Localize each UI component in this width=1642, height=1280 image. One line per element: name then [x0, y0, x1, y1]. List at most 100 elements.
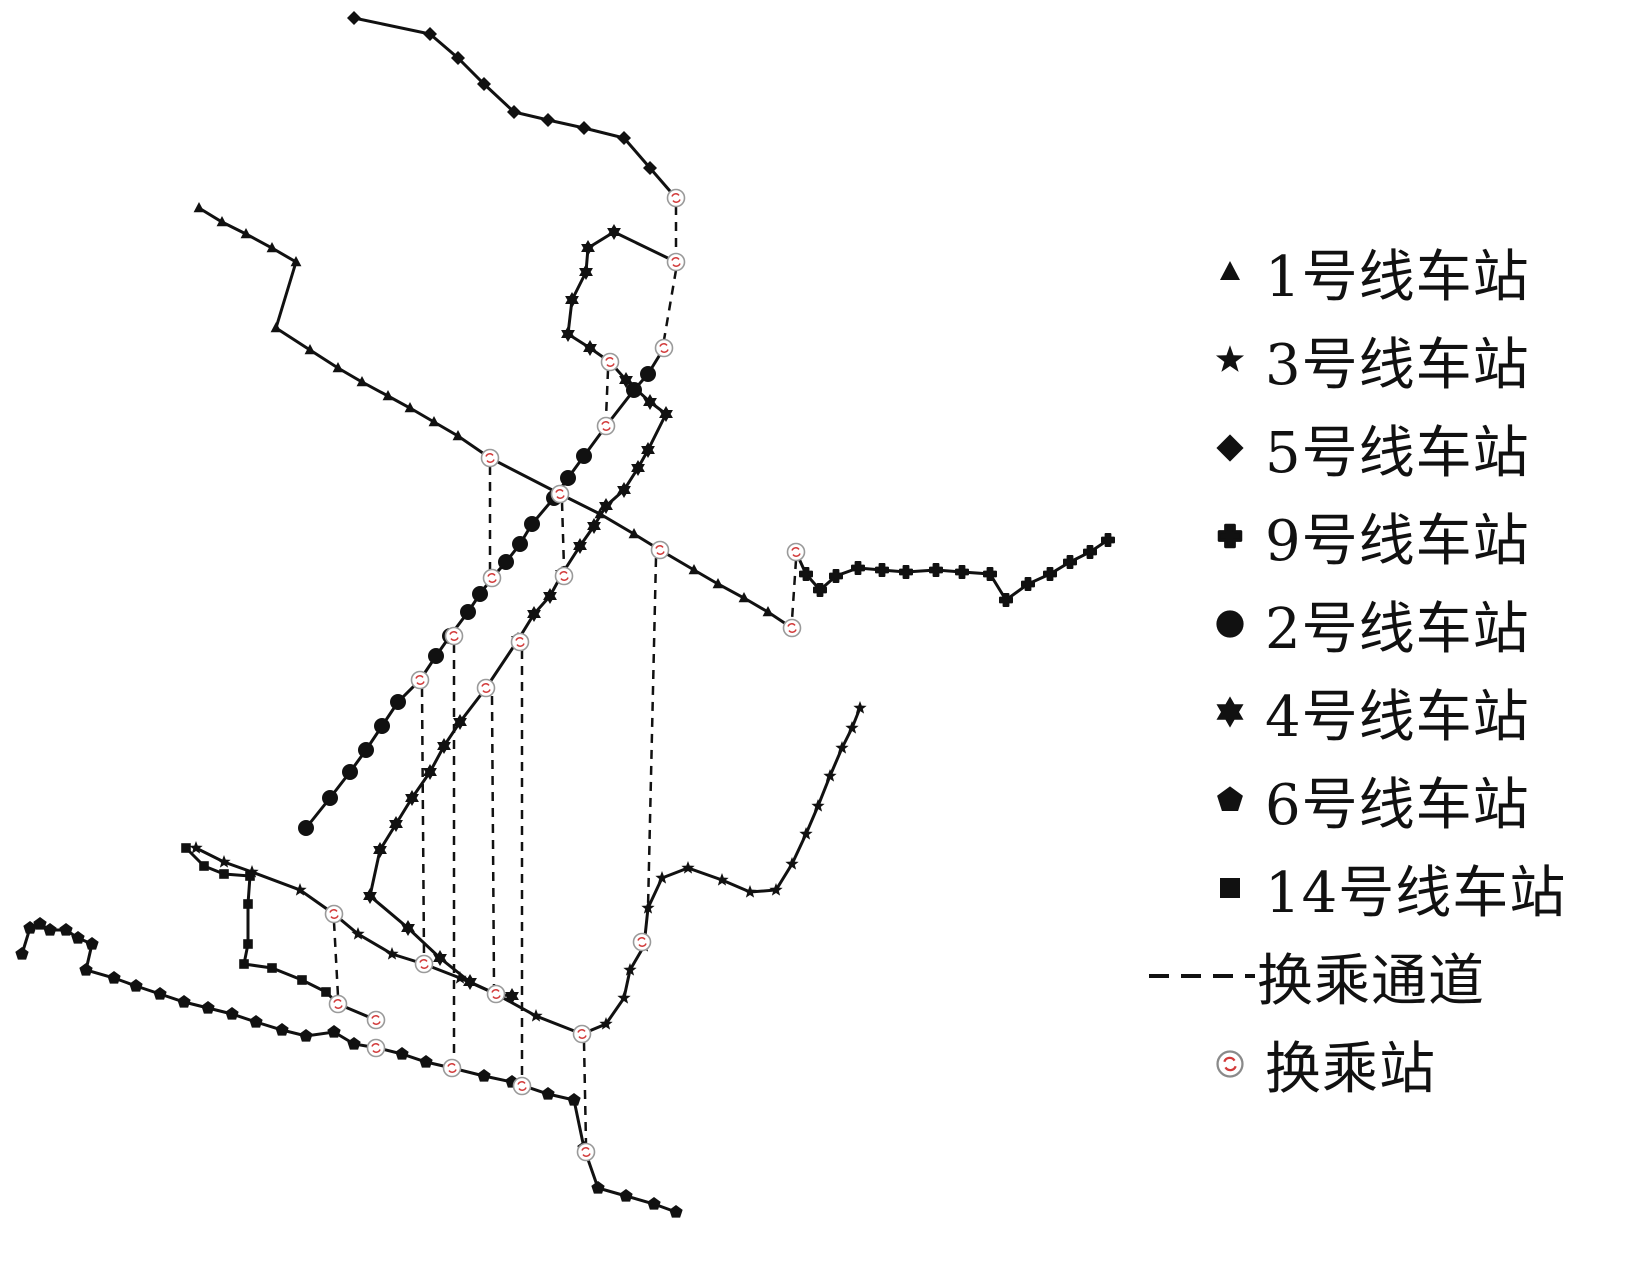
- line-6-station: [129, 979, 143, 992]
- line-6-station: [591, 1181, 605, 1194]
- legend-label: 9号线车站: [1265, 508, 1530, 574]
- line-6-station: [79, 963, 93, 976]
- line-3-station: [715, 873, 729, 886]
- line-4-station: [423, 764, 437, 780]
- transfer-station: [480, 448, 500, 468]
- line-2-station: [626, 382, 642, 398]
- transfer-station: [476, 678, 496, 698]
- line-14-station: [181, 843, 191, 853]
- line-2-station: [498, 554, 514, 570]
- line-9-station: [929, 563, 943, 577]
- line-1-station: [688, 564, 700, 575]
- legend-item-line-4: 4号线车站: [1195, 668, 1635, 756]
- line-4-station: [641, 442, 655, 458]
- legend-item-line-1: 1号线车站: [1195, 228, 1635, 316]
- line-1-station: [738, 592, 750, 603]
- line-6-station: [249, 1015, 263, 1028]
- line-5-station: [507, 105, 521, 119]
- transfer-station: [482, 568, 502, 588]
- star-icon: [1195, 330, 1265, 390]
- line-1-station: [628, 528, 640, 539]
- line-14-station: [243, 899, 253, 909]
- line-6-station: [71, 931, 85, 944]
- transfer-station: [596, 416, 616, 436]
- line-2-station: [512, 536, 528, 552]
- legend-label: 换乘站: [1265, 1036, 1436, 1102]
- transfer-station: [512, 1076, 532, 1096]
- line-1-station: [762, 606, 774, 617]
- line-3-station: [293, 883, 307, 896]
- line-1-track: [198, 206, 793, 630]
- legend: 1号线车站 3号线车站 5号线车站 9号线车站 2号线车站 4号线车站 6号: [1149, 228, 1635, 1108]
- line-14-station: [239, 959, 249, 969]
- line-1-station: [404, 402, 416, 413]
- line-4-station: [405, 790, 419, 806]
- transfer-station: [414, 954, 434, 974]
- line-6-station: [201, 1001, 215, 1014]
- line-3-station: [835, 741, 849, 754]
- triangle-icon: [1195, 242, 1265, 302]
- transfer-station: [550, 484, 570, 504]
- legend-item-line-3: 3号线车站: [1195, 316, 1635, 404]
- line-9-station: [799, 567, 813, 581]
- line-5-station: [541, 113, 555, 127]
- line-6-track: [20, 922, 677, 1214]
- legend-label: 5号线车站: [1265, 420, 1530, 486]
- line-5-station: [617, 131, 631, 145]
- transfer-station: [554, 566, 574, 586]
- transfer-station: [654, 338, 674, 358]
- hexagram-icon: [1195, 682, 1265, 742]
- transfer-station: [666, 252, 686, 272]
- line-14-station: [219, 869, 229, 879]
- line-6-station: [619, 1189, 633, 1202]
- line-9-station: [1101, 533, 1115, 547]
- line-6-station: [107, 971, 121, 984]
- legend-label: 换乘通道: [1257, 948, 1485, 1014]
- diamond-icon: [1195, 418, 1265, 478]
- line-14-station: [243, 939, 253, 949]
- line-4-station: [437, 738, 451, 754]
- line-1-station: [382, 390, 394, 401]
- legend-item-line-9: 9号线车站: [1195, 492, 1635, 580]
- line-6-station: [59, 923, 73, 936]
- line-6-station: [647, 1197, 661, 1210]
- transfer-station: [666, 188, 686, 208]
- line-1-station: [428, 416, 440, 427]
- line-6-station: [23, 921, 37, 934]
- line-4-station: [389, 816, 403, 832]
- line-3-station: [769, 883, 783, 896]
- transfer-passage: [560, 501, 566, 569]
- transfer-station: [366, 1038, 386, 1058]
- line-2-station: [460, 604, 476, 620]
- legend-item-line-5: 5号线车站: [1195, 404, 1635, 492]
- line-9-station: [1083, 545, 1097, 559]
- line-6-station: [419, 1055, 433, 1068]
- line-9-station: [1063, 555, 1077, 569]
- line-6-station: [567, 1093, 581, 1106]
- line-2-station: [472, 586, 488, 602]
- line-2-station: [428, 648, 444, 664]
- transfer-passage: [662, 269, 678, 341]
- line-6-station: [347, 1037, 361, 1050]
- line-6-station: [669, 1205, 683, 1218]
- line-4-station: [373, 842, 387, 858]
- line-3-station: [529, 1009, 543, 1022]
- legend-label: 4号线车站: [1265, 684, 1530, 750]
- line-5-station: [577, 121, 591, 135]
- transfer-station: [324, 904, 344, 924]
- line-5-station: [347, 11, 361, 25]
- legend-item-line-14: 14号线车站: [1195, 844, 1635, 932]
- line-9-station: [829, 569, 843, 583]
- line-4-station: [587, 518, 601, 534]
- line-4-station: [453, 714, 467, 730]
- line-6-station: [33, 917, 47, 930]
- line-4-station: [607, 224, 621, 240]
- line-1-station: [304, 344, 316, 355]
- line-14-station: [199, 861, 209, 871]
- line-6-station: [275, 1023, 289, 1036]
- line-2-station: [342, 764, 358, 780]
- line-6-station: [299, 1029, 313, 1042]
- line-6-station: [225, 1007, 239, 1020]
- line-4-station: [573, 538, 587, 554]
- transfer-station-icon: [1195, 1034, 1265, 1094]
